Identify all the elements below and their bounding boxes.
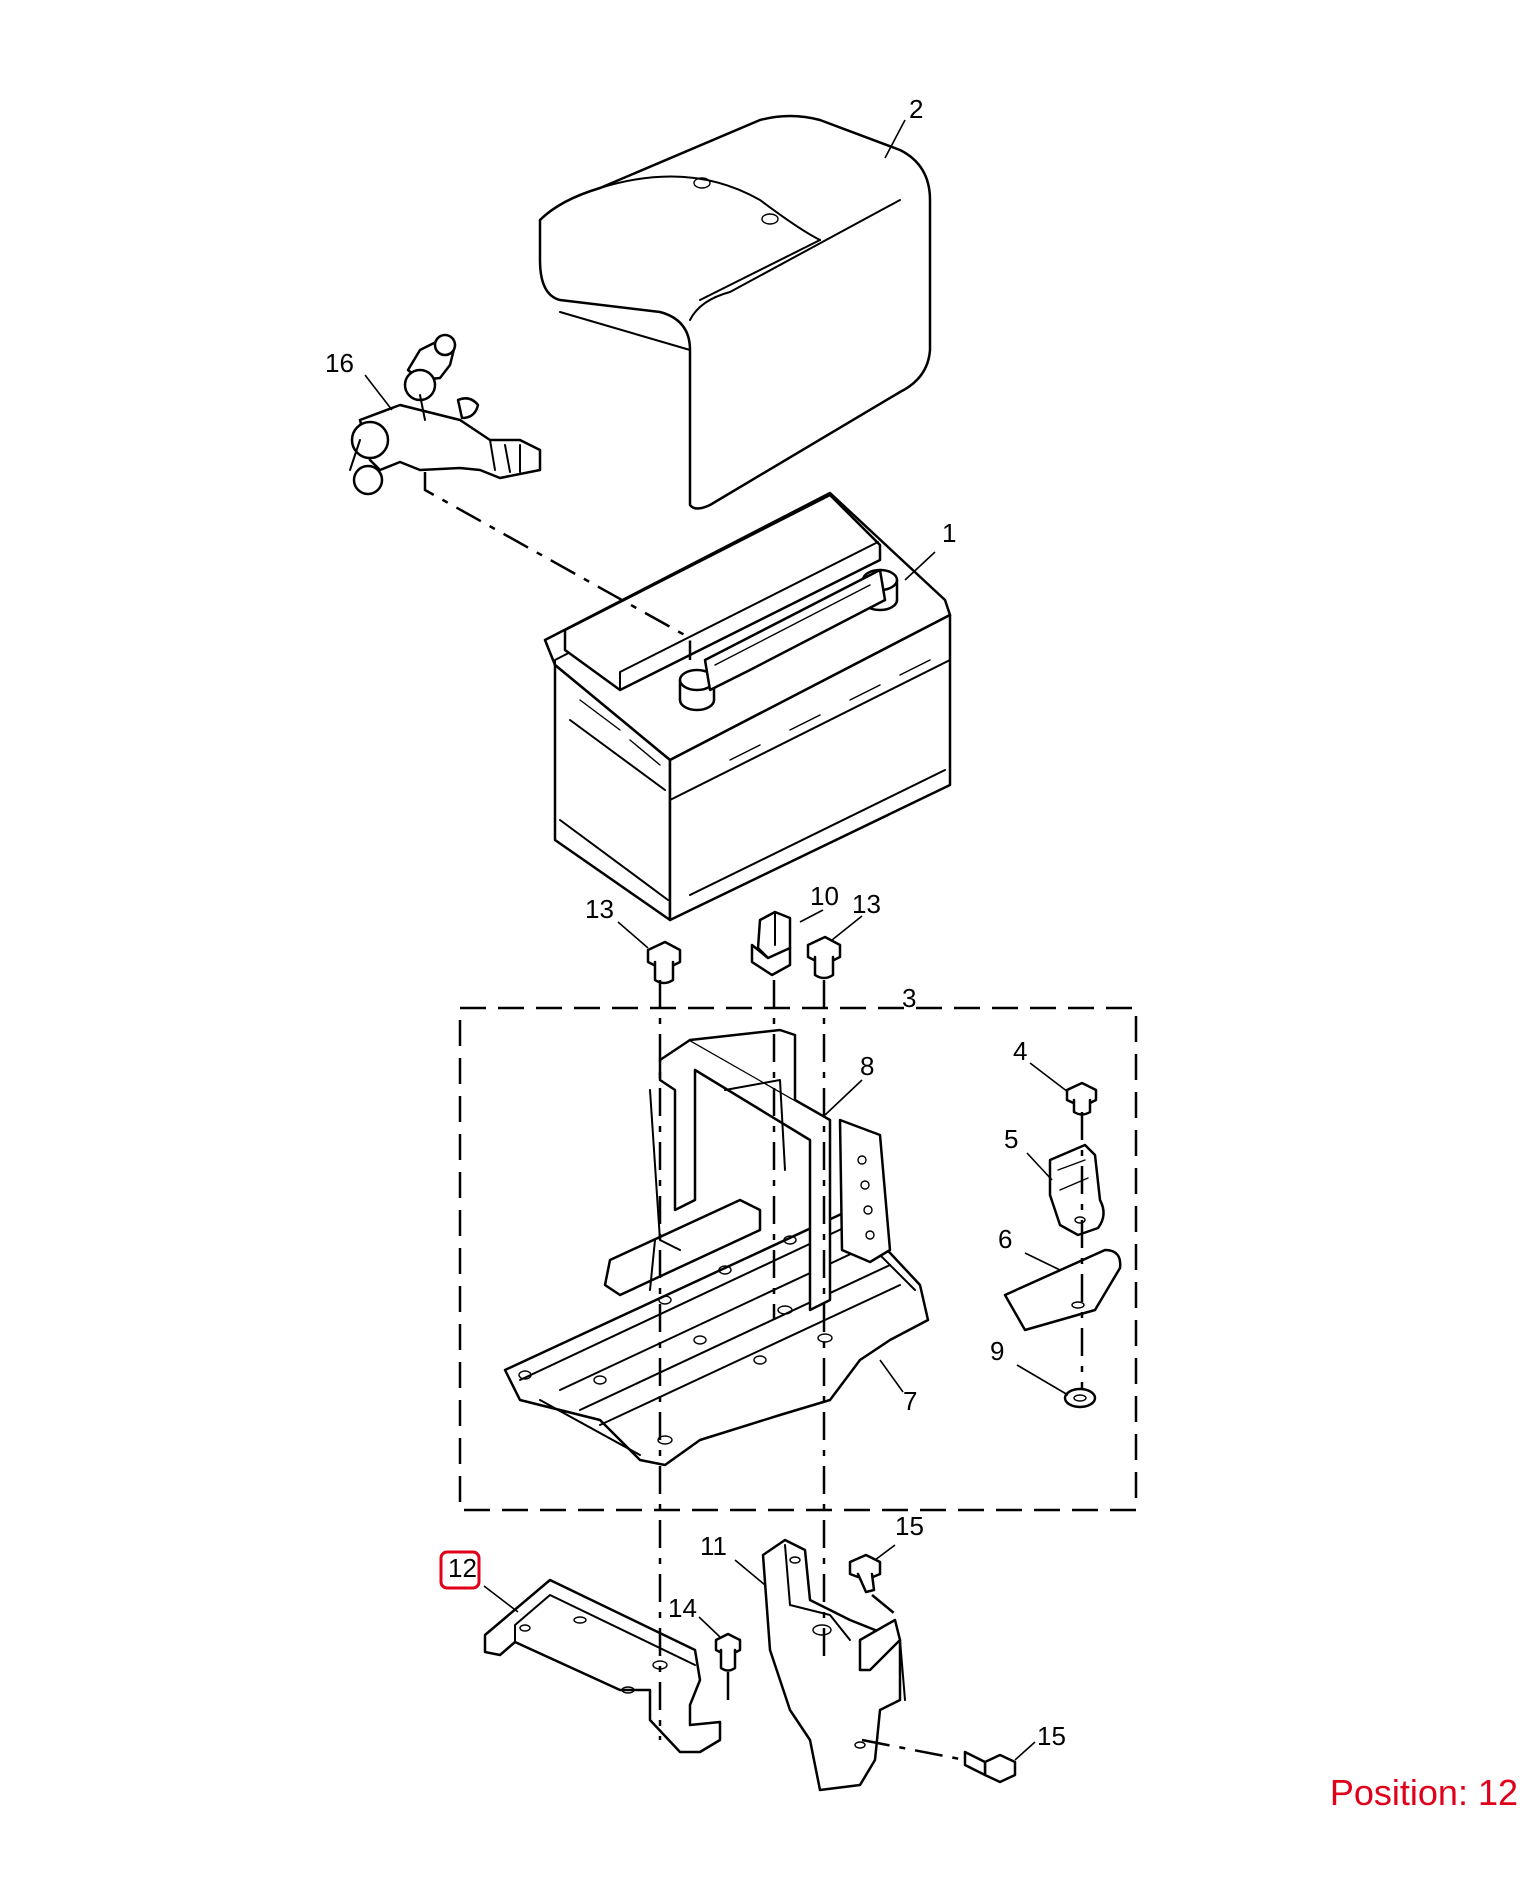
bracket-5[interactable]: [1048, 1143, 1105, 1237]
hold-down-frame[interactable]: [649, 1028, 892, 1312]
callout-15-upper[interactable]: 15: [895, 1511, 924, 1541]
callout-8[interactable]: 8: [860, 1051, 874, 1081]
callout-15-lower[interactable]: 15: [1037, 1721, 1066, 1751]
bolt-14[interactable]: [714, 1632, 742, 1672]
callout-13-right[interactable]: 13: [852, 889, 881, 919]
callout-12[interactable]: 12: [448, 1553, 477, 1583]
battery-cover[interactable]: [538, 114, 932, 510]
callout-6[interactable]: 6: [998, 1224, 1012, 1254]
bolt-13-right[interactable]: [806, 935, 842, 980]
callout-11[interactable]: 11: [700, 1531, 727, 1561]
washer-9[interactable]: [1063, 1387, 1097, 1409]
callout-5[interactable]: 5: [1004, 1124, 1018, 1154]
bolt-15-lower[interactable]: [963, 1750, 1017, 1784]
terminal-clamp[interactable]: [349, 333, 542, 496]
callout-1[interactable]: 1: [942, 518, 956, 548]
battery[interactable]: [543, 491, 952, 922]
bolt-15-upper[interactable]: [848, 1553, 882, 1594]
position-label: Position: 12: [1329, 1772, 1518, 1813]
bracket-11[interactable]: [761, 1538, 906, 1792]
callout-10[interactable]: 10: [810, 881, 839, 911]
callouts: 2 16 1 13 10 13 3 8 4 5 6 9 7 11 15 12 1…: [325, 94, 1066, 1751]
callout-9[interactable]: 9: [990, 1336, 1004, 1366]
leader-lines: [364, 119, 1069, 1761]
callout-16[interactable]: 16: [325, 348, 354, 378]
bolt-13-left[interactable]: [646, 940, 682, 985]
assembly-3-boundary: [458, 1006, 1138, 1512]
hold-down-clip[interactable]: [750, 910, 792, 977]
callout-2[interactable]: 2: [909, 94, 923, 124]
assembly-lines: [423, 472, 1084, 1762]
callout-3[interactable]: 3: [902, 983, 916, 1013]
callout-7[interactable]: 7: [903, 1386, 917, 1416]
selected-callout-highlight: [439, 1550, 481, 1590]
wedge-6[interactable]: [1003, 1248, 1122, 1332]
bolt-4[interactable]: [1065, 1081, 1098, 1116]
callout-14[interactable]: 14: [668, 1593, 697, 1623]
callout-4[interactable]: 4: [1013, 1036, 1027, 1066]
callout-13-left[interactable]: 13: [585, 894, 614, 924]
